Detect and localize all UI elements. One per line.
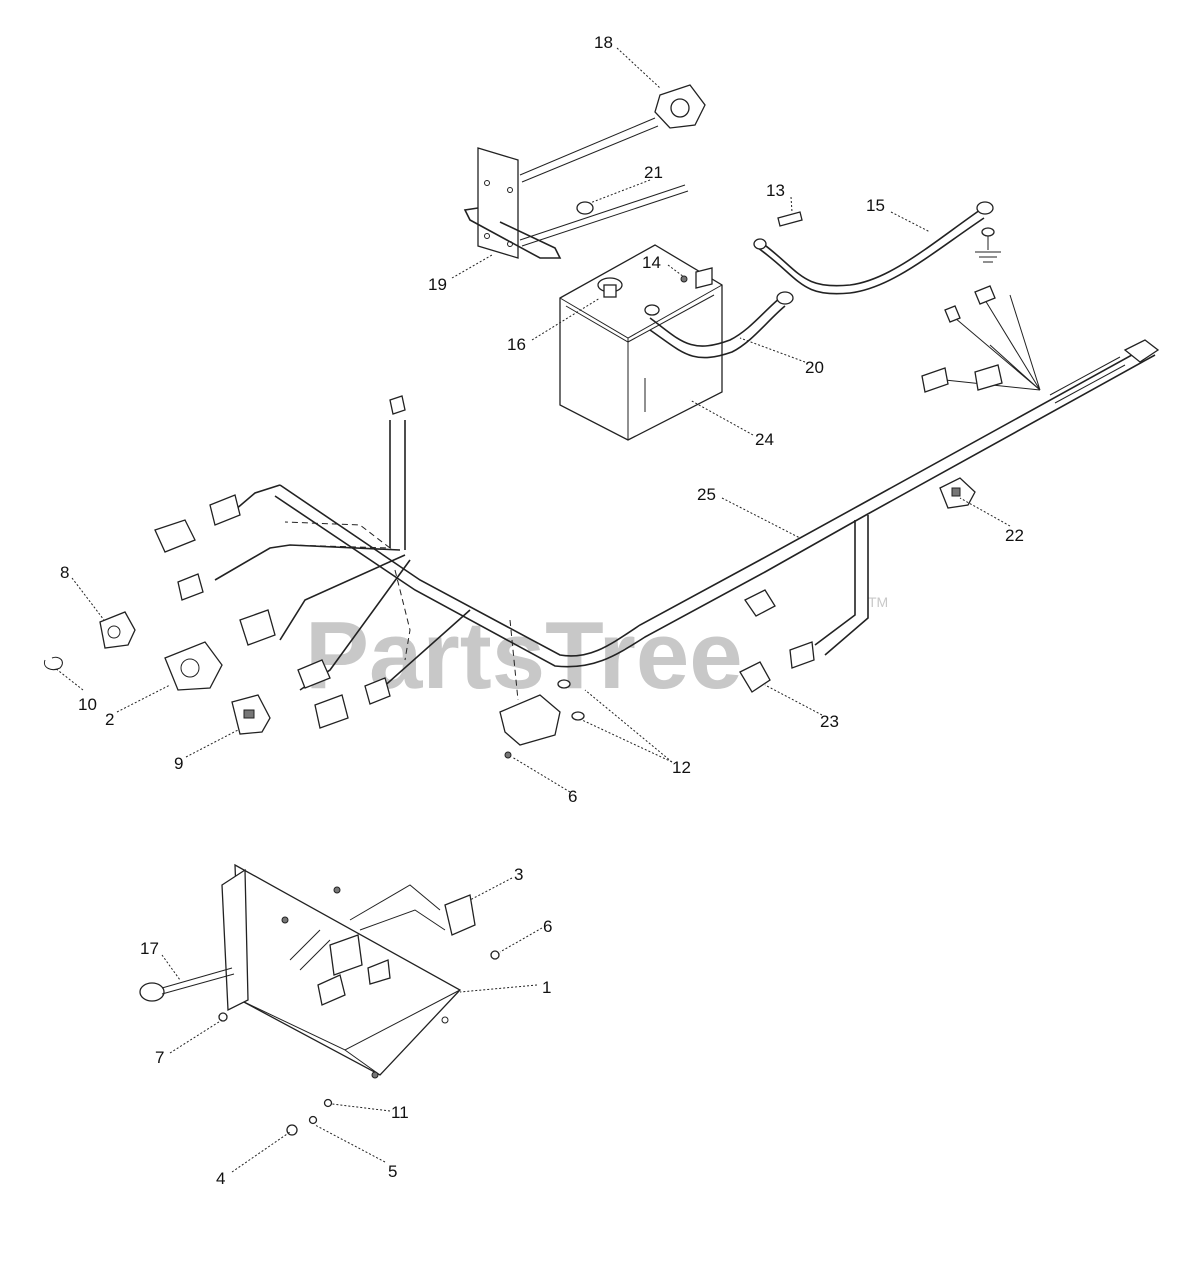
part-18-switch[interactable] — [519, 84, 706, 183]
callout-3[interactable]: 3 — [514, 865, 523, 884]
callout-9[interactable]: 9 — [174, 754, 183, 773]
part-14-bolt[interactable] — [680, 267, 713, 289]
part-10-clip[interactable] — [43, 656, 63, 671]
callout-19[interactable]: 19 — [428, 275, 447, 294]
part-3-arm[interactable] — [349, 884, 476, 936]
callout-11[interactable]: 11 — [391, 1103, 409, 1122]
part-8-switch[interactable] — [99, 611, 136, 649]
callout-7[interactable]: 7 — [155, 1048, 164, 1067]
part-12-bracket[interactable] — [499, 679, 585, 759]
callout-25[interactable]: 25 — [697, 485, 716, 504]
callout-22[interactable]: 22 — [1005, 526, 1024, 545]
part-2-ignition-switch[interactable] — [164, 641, 223, 691]
callout-1[interactable]: 1 — [542, 978, 551, 997]
part-20-positive-cable[interactable] — [644, 291, 794, 359]
part-21-rod[interactable] — [519, 184, 689, 247]
part-22-connector[interactable] — [939, 477, 976, 509]
callout-10[interactable]: 10 — [78, 695, 97, 714]
callout-15[interactable]: 15 — [866, 196, 885, 215]
callout-5[interactable]: 5 — [388, 1162, 397, 1181]
part-19-bracket[interactable] — [463, 147, 562, 259]
callout-18[interactable]: 18 — [594, 33, 613, 52]
callout-6a[interactable]: 6 — [568, 787, 577, 806]
part-24-battery[interactable] — [559, 244, 723, 441]
callout-16[interactable]: 16 — [507, 335, 526, 354]
callout-14[interactable]: 14 — [642, 253, 661, 272]
part-25-wiring-harness[interactable] — [214, 285, 1160, 701]
part-17-bolt[interactable] — [139, 967, 235, 1002]
callout-6b[interactable]: 6 — [543, 917, 552, 936]
callout-13[interactable]: 13 — [766, 181, 785, 200]
callout-17[interactable]: 17 — [140, 939, 159, 958]
part-1-tray[interactable] — [221, 863, 462, 1079]
callout-24[interactable]: 24 — [755, 430, 774, 449]
callout-21[interactable]: 21 — [644, 163, 663, 182]
callout-20[interactable]: 20 — [805, 358, 824, 377]
part-23-connector[interactable] — [739, 589, 776, 693]
callout-12[interactable]: 12 — [672, 758, 691, 777]
hardware — [218, 886, 500, 1136]
callouts: 18 21 13 15 14 19 16 20 24 25 22 23 8 10… — [60, 33, 1024, 1188]
leader-lines — [54, 47, 1011, 1173]
part-9-switch[interactable] — [231, 694, 271, 735]
callout-4[interactable]: 4 — [216, 1169, 225, 1188]
callout-23[interactable]: 23 — [820, 712, 839, 731]
callout-8[interactable]: 8 — [60, 563, 69, 582]
watermark-trademark: TM — [868, 594, 888, 610]
part-13-bolt[interactable] — [777, 211, 803, 227]
callout-2[interactable]: 2 — [105, 710, 114, 729]
part-15-ground-cable[interactable] — [753, 201, 1001, 295]
harness-left-connectors — [154, 494, 391, 729]
